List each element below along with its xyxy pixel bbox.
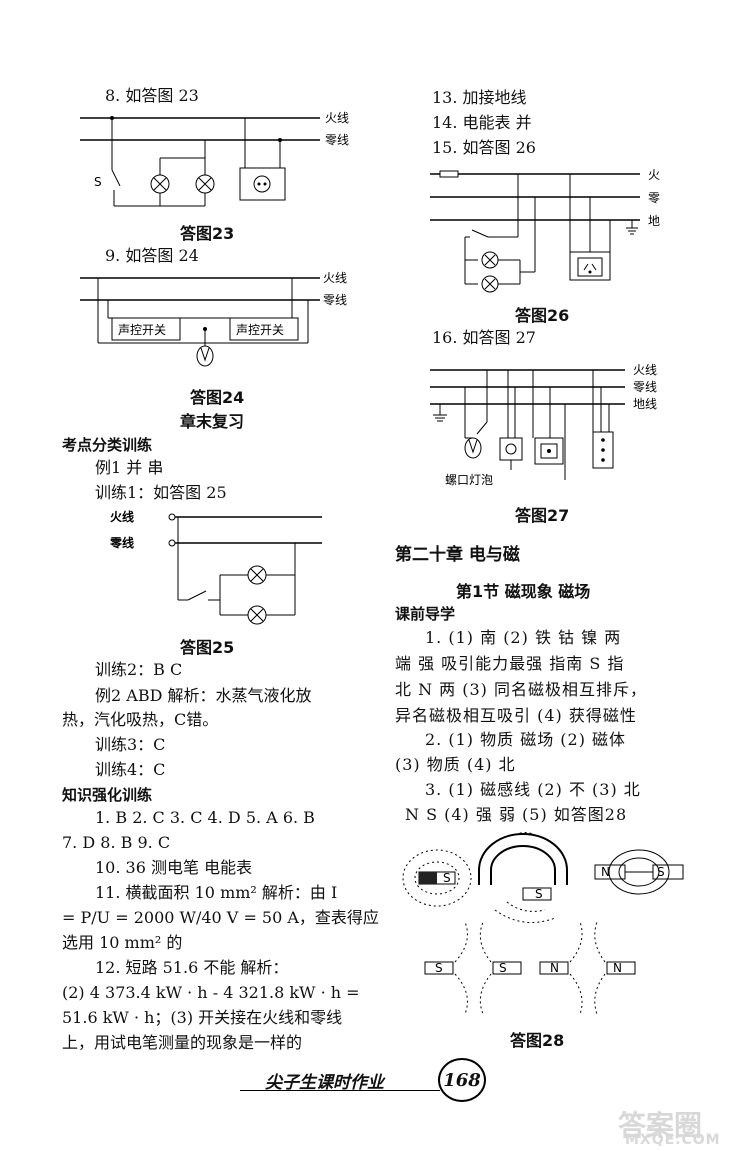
svg-text:火线: 火线: [110, 509, 134, 524]
horseshoe-magnet-field: S: [478, 832, 568, 923]
example-2-line-1: 例2 ABD 解析：水蒸气液化放: [95, 686, 312, 705]
section-classified-training: 考点分类训练: [62, 436, 153, 454]
training-3: 训练3：C: [95, 735, 166, 754]
answer-1-line-2: 端 强 吸引能力最强 指南 S 指: [395, 654, 625, 673]
knowledge-line-10: 上，用试电笔测量的现象是一样的: [62, 1033, 303, 1052]
knowledge-line-5: = P/U = 2000 W/40 V = 50 A，查表得应: [62, 908, 379, 927]
svg-text:零线: 零线: [323, 293, 347, 307]
knowledge-line-3: 10. 36 测电笔 电能表: [95, 858, 253, 877]
svg-text:火线: 火线: [633, 363, 657, 377]
answer-1-line-3: 北 N 两 (3) 同名磁极相互排斥，: [395, 680, 648, 699]
q16-text: 16. 如答图 27: [432, 328, 536, 347]
svg-text:地: 地: [648, 214, 660, 228]
svg-text:S: S: [443, 871, 451, 885]
q14-text: 14. 电能表 并: [432, 113, 532, 132]
answer-2-line-2: (3) 物质 (4) 北: [395, 755, 516, 774]
svg-text:S: S: [435, 961, 443, 975]
q15-text: 15. 如答图 26: [432, 138, 536, 157]
figure-24-circuit: 火线 零线 声控开关 声控开关: [80, 271, 347, 367]
knowledge-line-4: 11. 横截面积 10 mm² 解析：由 I: [95, 883, 338, 902]
watermark-logo: 答案圈: [618, 1109, 703, 1142]
figure-24-caption: 答图24: [190, 388, 245, 407]
answer-2-line-1: 2. (1) 物质 磁场 (2) 磁体: [425, 730, 627, 749]
figure-28-magnetic-fields: S S N S S S N N: [402, 832, 684, 1015]
knowledge-line-8: (2) 4 373.4 kW · h - 4 321.8 kW · h =: [62, 983, 360, 1002]
section-title: 第1节 磁现象 磁场: [456, 582, 591, 601]
figure-25-circuit: 火线 零线: [110, 509, 322, 625]
page-number: 168: [443, 1069, 481, 1091]
svg-text:火线: 火线: [323, 271, 347, 285]
knowledge-line-7: 12. 短路 51.6 不能 解析：: [95, 958, 289, 977]
svg-text:零线: 零线: [110, 535, 134, 550]
svg-text:N: N: [613, 961, 622, 975]
figure-27-caption: 答图27: [515, 506, 570, 525]
training-2: 训练2：B C: [95, 660, 183, 679]
q13-text: 13. 加接地线: [432, 88, 527, 107]
watermark-url: MXQE.COM: [625, 1132, 721, 1148]
figure-28-caption: 答图28: [510, 1031, 565, 1050]
figure-27-circuit: 火线 零线 地线 螺口灯泡: [430, 363, 657, 487]
training-1: 训练1：如答图 25: [95, 483, 227, 502]
n-s-attraction-field: N S: [594, 849, 684, 895]
knowledge-line-9: 51.6 kW · h；(3) 开关接在火线和零线: [62, 1008, 343, 1027]
n-n-repulsion-field: N N: [539, 921, 636, 1015]
fig24-switch-1: 声控开关: [118, 323, 166, 337]
fig27-bulb-label: 螺口灯泡: [445, 473, 493, 487]
svg-text:N: N: [601, 865, 610, 879]
knowledge-line-2: 7. D 8. B 9. C: [62, 833, 171, 852]
figure-25-caption: 答图25: [180, 638, 235, 657]
figure-26-circuit: 火 零 地: [430, 168, 660, 293]
svg-text:N: N: [550, 961, 559, 975]
answer-3-line-2: N S (4) 强 弱 (5) 如答图28: [405, 805, 628, 824]
answer-1-line-4: 异名磁极相互吸引 (4) 获得磁性: [395, 706, 637, 725]
svg-text:火: 火: [648, 168, 660, 182]
review-title: 章末复习: [180, 412, 245, 431]
figure-23-circuit: 火线 零线 S: [80, 111, 349, 207]
fig23-live-label: 火线: [325, 111, 349, 125]
q8-text: 8. 如答图 23: [105, 86, 199, 105]
example-2-line-2: 热，汽化吸热，C错。: [62, 710, 219, 729]
knowledge-line-1: 1. B 2. C 3. C 4. D 5. A 6. B: [95, 808, 315, 827]
chapter-title: 第二十章 电与磁: [395, 545, 520, 565]
svg-text:S: S: [499, 961, 507, 975]
answer-1-line-1: 1. (1) 南 (2) 铁 钴 镍 两: [425, 628, 622, 647]
fig23-neutral-label: 零线: [325, 133, 349, 147]
knowledge-line-6: 选用 10 mm² 的: [62, 933, 183, 952]
svg-text:S: S: [535, 887, 543, 901]
answer-3-line-1: 3. (1) 磁感线 (2) 不 (3) 北: [425, 780, 641, 799]
s-s-repulsion-field: S S: [424, 921, 522, 1015]
pre-class-guide-title: 课前导学: [395, 605, 456, 623]
svg-text:S: S: [657, 865, 665, 879]
svg-text:地线: 地线: [633, 397, 657, 411]
figure-26-caption: 答图26: [515, 306, 570, 325]
training-4: 训练4：C: [95, 760, 166, 779]
page-number-badge: 168: [438, 1058, 486, 1102]
q9-text: 9. 如答图 24: [105, 246, 199, 265]
svg-text:S: S: [94, 175, 102, 189]
footer-book-title: 尖子生课时作业: [265, 1073, 384, 1093]
svg-text:零: 零: [648, 191, 660, 205]
figure-23-caption: 答图23: [180, 224, 235, 243]
fig24-switch-2: 声控开关: [236, 323, 284, 337]
bar-magnet-field: S: [402, 849, 472, 907]
svg-text:零线: 零线: [633, 380, 657, 394]
footer-rule: [240, 1090, 440, 1091]
section-knowledge-training: 知识强化训练: [62, 786, 153, 804]
example-1: 例1 并 串: [95, 458, 164, 477]
